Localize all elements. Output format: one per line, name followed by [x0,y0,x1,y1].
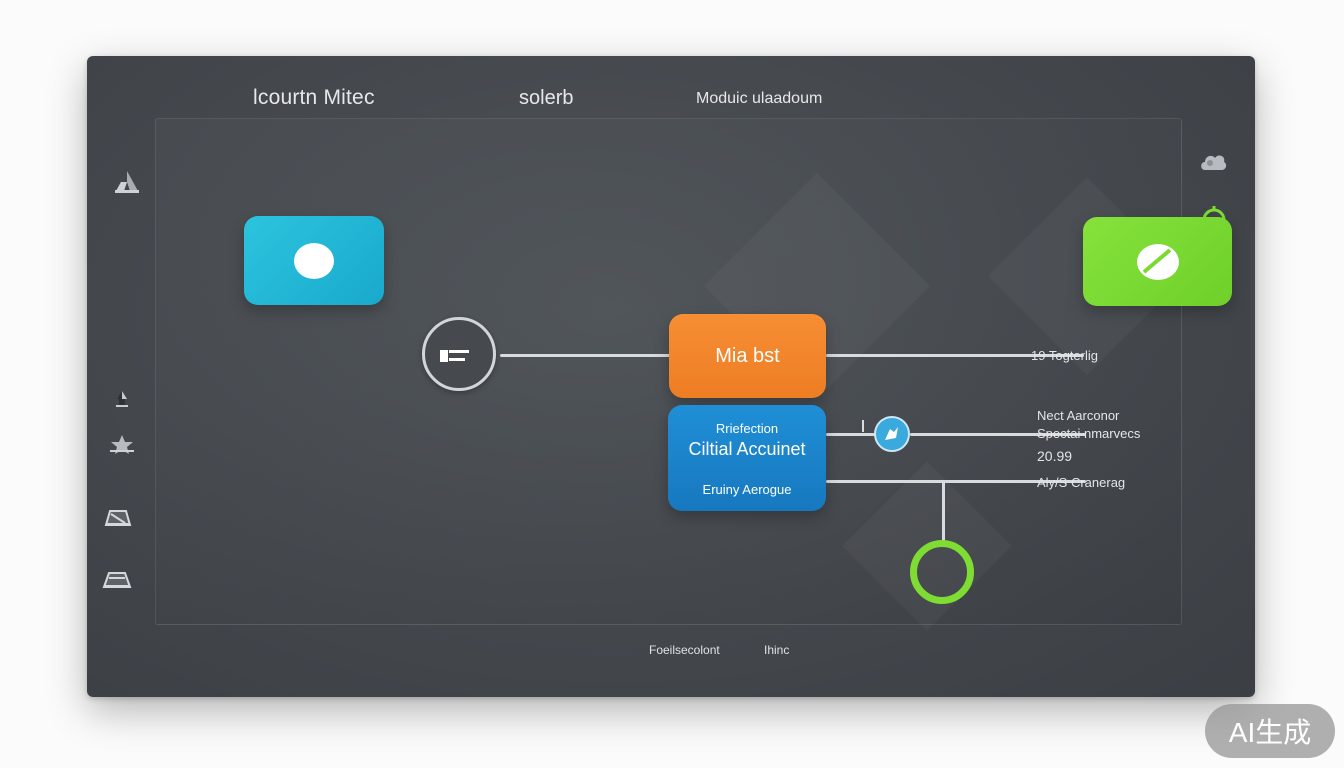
output-tile[interactable] [1083,217,1232,306]
endpoint-ring[interactable] [910,540,974,604]
secondary-node-title: Ciltial Accuinet [688,439,806,459]
connector-line [942,482,945,542]
flow-icon[interactable] [109,164,145,200]
input-tile[interactable] [244,216,384,305]
primary-node-label: Mia bst [715,344,780,367]
footer-left-label[interactable]: Foeilsecolont [649,643,720,657]
drive-icon[interactable] [101,504,135,530]
workflow-canvas: Mia bst Rriefection Ciltial Accuinet Eru… [155,118,1232,625]
connector-line [862,420,864,432]
pin-icon[interactable] [109,386,135,412]
cloud-icon[interactable] [1195,144,1231,180]
star-icon[interactable] [107,430,137,458]
connector-line [910,433,1086,436]
output-block-line1: Nect Aarconor [1037,408,1120,423]
connector-line [826,354,1084,357]
connector-handle[interactable] [422,317,496,391]
output-line1: 19 Togterlig [1031,348,1098,363]
secondary-node[interactable]: Rriefection Ciltial Accuinet Eruiny Aero… [668,405,826,511]
tab-second[interactable]: solerb [519,87,574,109]
secondary-node-subtitle: Rriefection [715,421,779,436]
leaf-icon [1136,243,1179,280]
slider-icon [440,350,469,362]
output-line3: Aly/S Cranerag [1037,475,1126,490]
app-window: lcourtn Mitec solerb Moduic ulaadoum [87,56,1255,697]
footer-right-label[interactable]: Ihinc [764,643,790,657]
connector-line [826,433,876,436]
drive-icon[interactable] [99,566,135,592]
secondary-node-footer: Eruiny Aerogue [702,482,792,497]
connector-line [826,480,1086,483]
tab-third[interactable]: Moduic ulaadoum [696,90,823,107]
dot-icon [294,242,334,279]
output-block-value: 20.99 [1037,448,1073,464]
primary-node[interactable]: Mia bst [669,314,826,398]
tool-badge[interactable] [874,416,910,452]
ai-generated-badge: AI生成 [1205,704,1335,758]
connector-line [500,354,670,357]
tool-icon [885,427,898,440]
tab-first[interactable]: lcourtn Mitec [253,86,375,109]
output-block-line2: Spectai nmarvecs [1037,426,1141,441]
